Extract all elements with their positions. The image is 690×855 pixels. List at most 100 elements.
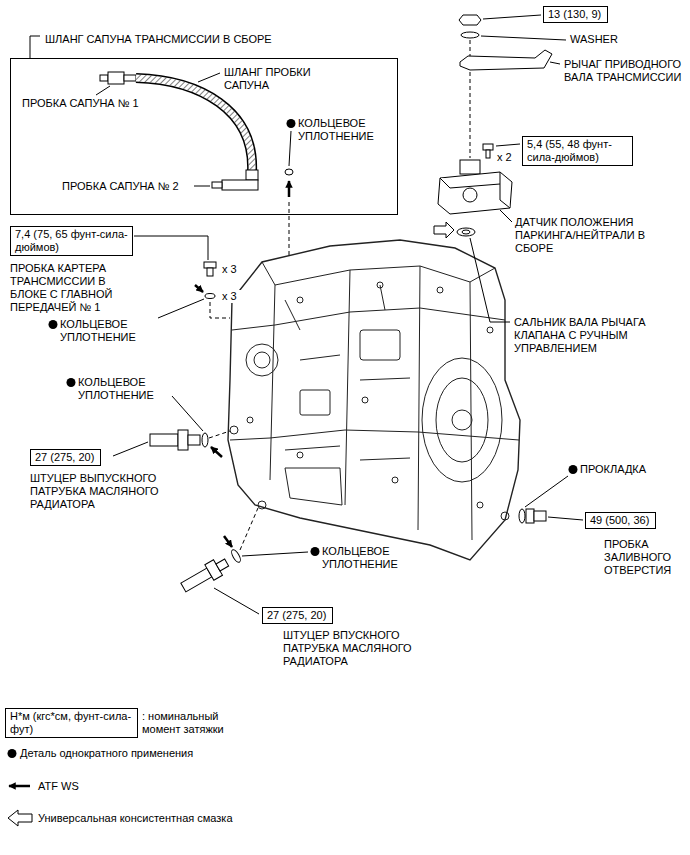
part-label: WASHER (570, 33, 650, 46)
leader-line (113, 396, 203, 456)
dashed-guide (210, 302, 230, 318)
breather-hose (136, 78, 252, 172)
transmission-housing (360, 330, 400, 360)
neutral-start-switch (438, 172, 512, 214)
transmission-housing (297, 297, 303, 303)
torque-box: 49 (500, 36) (585, 512, 656, 529)
o-ring (230, 548, 242, 563)
single-use-dot (49, 320, 58, 329)
leader-line (481, 36, 566, 40)
dashed-guide (209, 40, 470, 550)
legend-torque-sample: Н*м (кгс*см, фунт-сила-фут) (10, 710, 133, 736)
transmission-housing (377, 282, 383, 288)
sump-plug (204, 262, 216, 268)
transmission-housing (247, 417, 253, 423)
leader-line (483, 15, 541, 19)
part-label: ШТУЦЕР ВПУСКНОГО ПАТРУБКА МАСЛЯНОГО РАДИ… (283, 629, 433, 668)
atf-arrow (288, 181, 291, 197)
part-label: КОЛЬЦЕВОЕ УПЛОТНЕНИЕ (298, 117, 393, 143)
atf-arrow (195, 285, 203, 292)
leader-line (134, 236, 208, 318)
breather-hose (136, 78, 252, 172)
torque-box: 7,4 (75, 65 фунт-сила-дюймов) (10, 226, 133, 256)
atf-arrow (224, 536, 232, 547)
breather-hose (136, 78, 252, 172)
part-label: КОЛЬЦЕВОЕ УПЛОТНЕНИЕ (78, 376, 168, 402)
torque-value: 49 (500, 36) (590, 514, 651, 527)
transmission-housing (254, 352, 270, 368)
part-label: КОЛЬЦЕВОЕ УПЛОТНЕНИЕ (322, 545, 417, 571)
nut (459, 15, 481, 25)
quantity-label: x 3 (222, 290, 246, 303)
transmission-housing (230, 426, 238, 434)
legend-grease-arrow (8, 810, 32, 826)
breather-plug (212, 170, 258, 190)
transmission-housing (230, 430, 519, 440)
atf-arrow (211, 447, 222, 457)
torque-value: 5,4 (55, 48 фунт-сила-дюймов) (527, 138, 628, 164)
torque-value: 13 (130, 9) (548, 8, 603, 21)
oil-seal (457, 228, 475, 236)
leader-line (214, 588, 259, 614)
breather-plug (124, 75, 136, 81)
assembly-title: ШЛАНГ САПУНА ТРАНСМИССИИ В СБОРЕ (43, 33, 274, 46)
leader-line (500, 210, 512, 222)
torque-value: 27 (275, 20) (267, 609, 328, 622)
transmission-housing (285, 285, 410, 460)
dashed-guide (209, 431, 230, 438)
sump-plug (207, 268, 213, 276)
transmission-housing (487, 327, 493, 333)
leader-line (30, 36, 40, 58)
filler-plug (534, 511, 546, 521)
torque-box: 5,4 (55, 48 фунт-сила-дюймов) (522, 136, 633, 166)
sensor-bolt (483, 144, 493, 150)
sensor-bolt (486, 150, 490, 158)
legend-dot (8, 749, 17, 758)
transmission-housing (392, 477, 398, 483)
transmission-housing (228, 240, 520, 560)
gasket (519, 509, 525, 523)
o-ring (202, 433, 208, 447)
legend-torque-box: Н*м (кгс*см, фунт-сила-фут) (5, 708, 138, 738)
grease-arrow (434, 222, 454, 238)
torque-value: 27 (275, 20) (35, 451, 96, 464)
transmission-housing (262, 262, 495, 285)
transmission-housing (297, 452, 303, 458)
leader-line (96, 86, 110, 95)
leader-line (158, 299, 204, 318)
leader-line (550, 62, 560, 64)
outlet-fitting (188, 435, 200, 445)
torque-box: 27 (275, 20) (30, 449, 101, 466)
transmission-housing (501, 512, 509, 520)
transmission-housing (270, 266, 472, 540)
leader-line (525, 476, 568, 507)
legend-text: : номинальный момент затяжки (142, 710, 252, 736)
leader-line (548, 517, 583, 520)
sensor-bolt (483, 144, 493, 158)
legend-atf-arrow (9, 785, 30, 788)
leader-line (113, 442, 148, 456)
washer (461, 32, 479, 38)
leader-line (525, 476, 583, 520)
leader-line (214, 552, 308, 614)
inlet-fitting (179, 555, 231, 596)
legend-text: Деталь однократного применения (20, 747, 270, 760)
shaft-lever (460, 50, 552, 70)
leader-line (242, 552, 308, 556)
dashed-guide (240, 508, 258, 550)
breather-plug (100, 72, 136, 84)
part-label: РЫЧАГ ПРИВОДНОГО ВАЛА ТРАНСМИССИИ (564, 58, 684, 84)
quantity-label: x 3 (222, 263, 246, 276)
neutral-start-switch (463, 188, 477, 202)
neutral-start-switch (460, 160, 480, 174)
part-label: КОЛЬЦЕВОЕ УПЛОТНЕНИЕ (60, 318, 155, 344)
transmission-housing (437, 287, 443, 293)
legend-text: ATF WS (38, 780, 158, 793)
transmission-housing (422, 358, 502, 482)
transmission-housing (362, 397, 368, 403)
oil-seal (462, 230, 470, 234)
torque-box: 13 (130, 9) (543, 6, 608, 23)
outlet-fitting (150, 434, 178, 446)
transmission-housing (477, 502, 483, 508)
single-use-dot (569, 465, 578, 474)
